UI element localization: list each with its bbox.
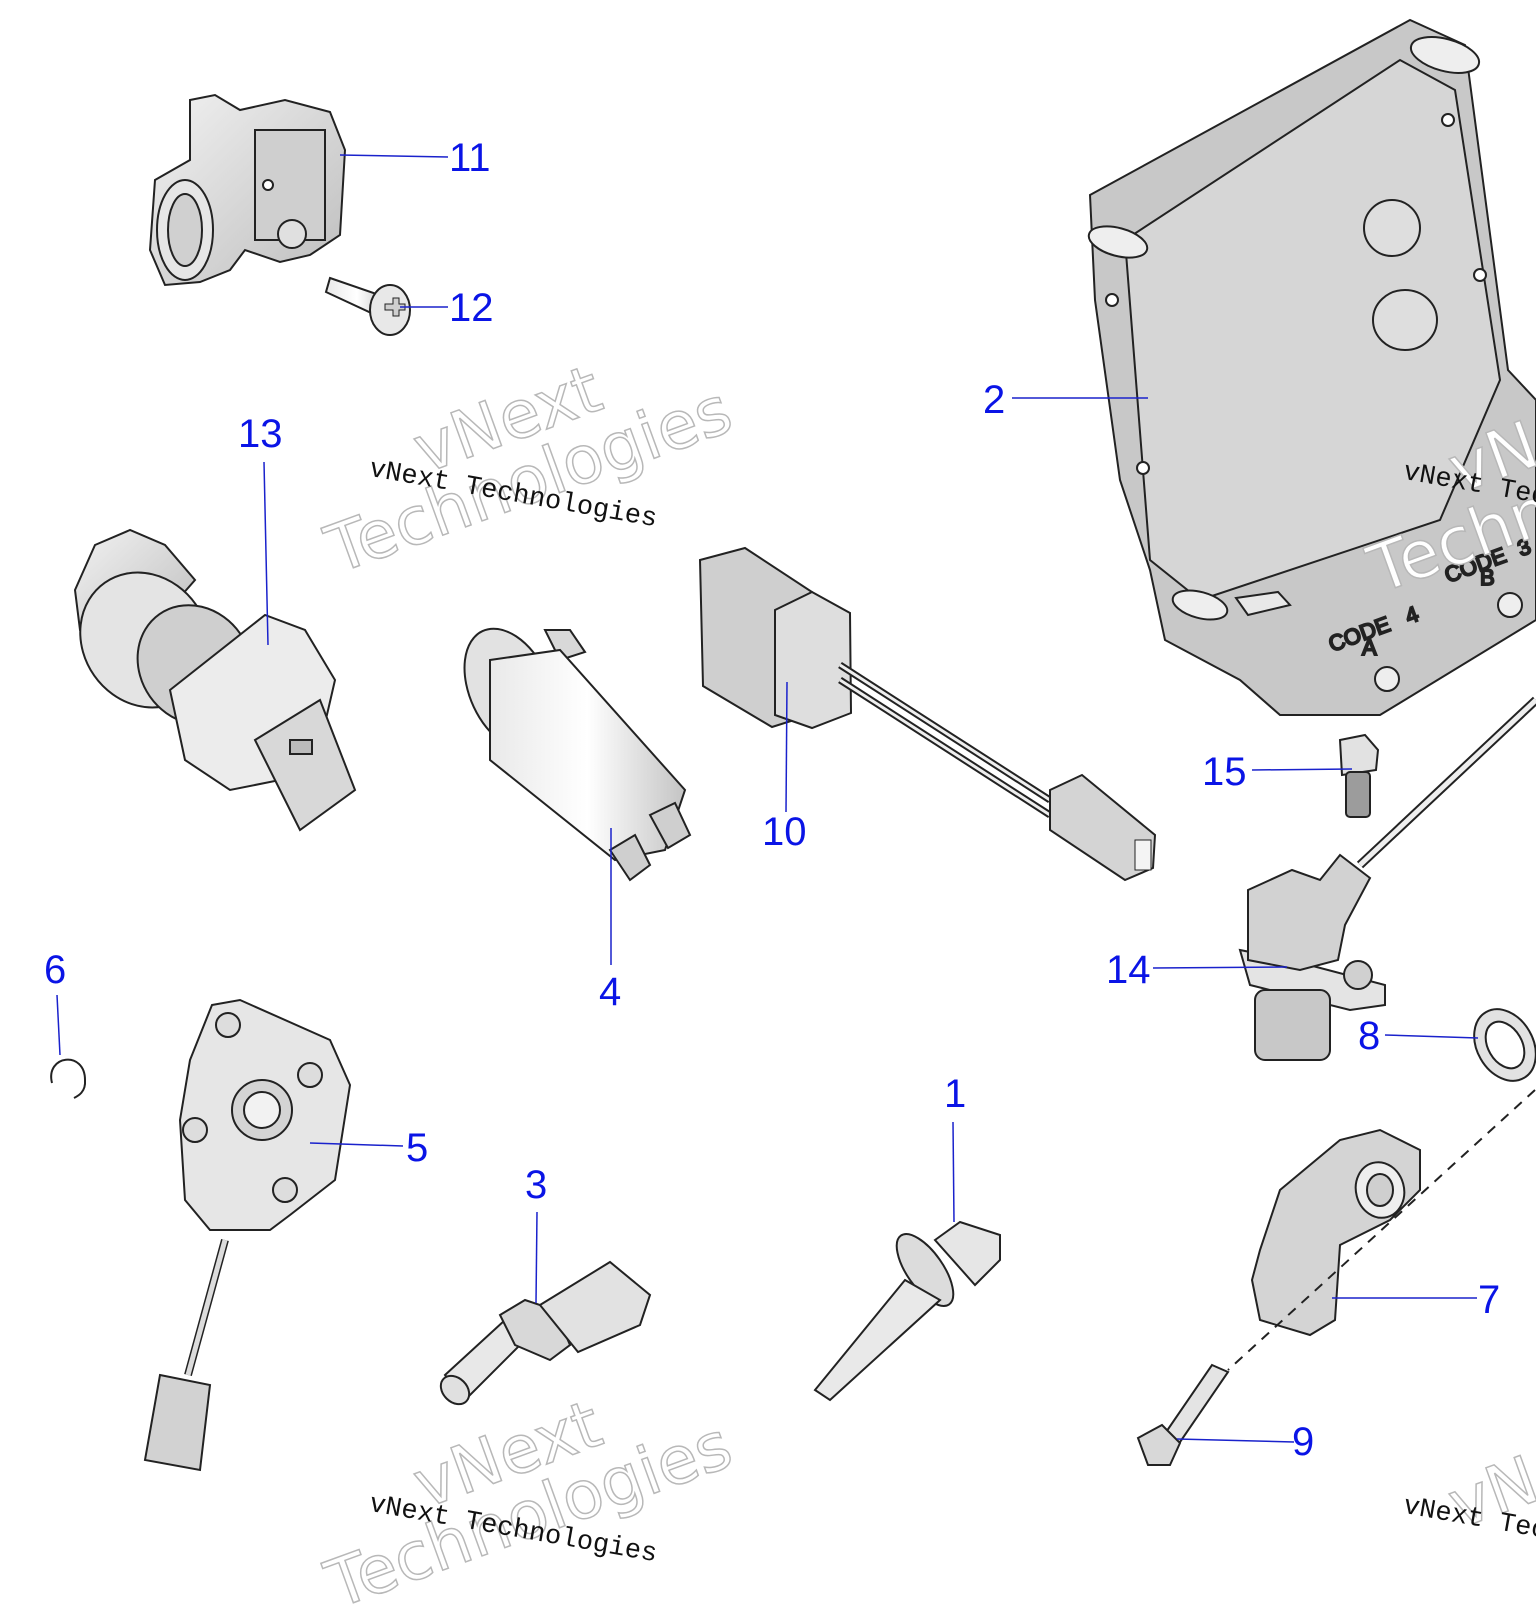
relay-module-part (698, 546, 1157, 882)
crank-sensor-part (1238, 696, 1536, 1061)
callout-4: 4 (599, 970, 622, 1014)
torx-screw-part (324, 276, 411, 336)
capacitor-part (463, 627, 692, 882)
ecu-code-b-sub: B (1480, 565, 1495, 590)
leader-line-3 (535, 1211, 538, 1304)
ecu-code-a-sub: A (1362, 635, 1377, 660)
leader-line-15 (1251, 768, 1353, 771)
callout-2: 2 (983, 378, 1006, 422)
callout-3: 3 (525, 1163, 548, 1207)
leader-line-9 (1176, 1438, 1295, 1443)
callout-8: 8 (1358, 1014, 1381, 1058)
leader-line-11 (339, 154, 449, 158)
o-ring-part (1473, 1008, 1536, 1082)
leader-lines (56, 154, 1479, 1443)
callout-13: 13 (238, 412, 283, 456)
flange-bolt-part (1338, 733, 1380, 818)
leader-line-8 (1384, 1034, 1479, 1039)
speed-sensor-elbow-part (1227, 1089, 1536, 1371)
callout-5: 5 (406, 1126, 429, 1170)
callout-12: 12 (449, 286, 494, 330)
callout-10: 10 (762, 810, 807, 854)
leader-line-10 (785, 681, 788, 813)
leader-line-5 (309, 1142, 404, 1147)
callout-15: 15 (1202, 750, 1247, 794)
temperature-probe-part (813, 1220, 1001, 1402)
e-clip-part (50, 1058, 87, 1099)
leader-line-1 (952, 1121, 955, 1223)
temperature-sender-part (439, 1260, 652, 1406)
callout-6: 6 (44, 948, 67, 992)
callout-9: 9 (1292, 1420, 1315, 1464)
map-sensor-part (148, 93, 347, 287)
callout-11: 11 (449, 136, 491, 180)
callout-7: 7 (1478, 1278, 1501, 1322)
leader-line-6 (56, 994, 61, 1056)
bolt-part (1136, 1363, 1230, 1466)
callout-14: 14 (1106, 948, 1151, 992)
ignition-switch-part (73, 528, 357, 832)
callout-1: 1 (944, 1072, 967, 1116)
throttle-position-sensor-part (143, 998, 352, 1472)
leader-line-13 (263, 461, 269, 646)
leader-line-14 (1152, 966, 1288, 969)
